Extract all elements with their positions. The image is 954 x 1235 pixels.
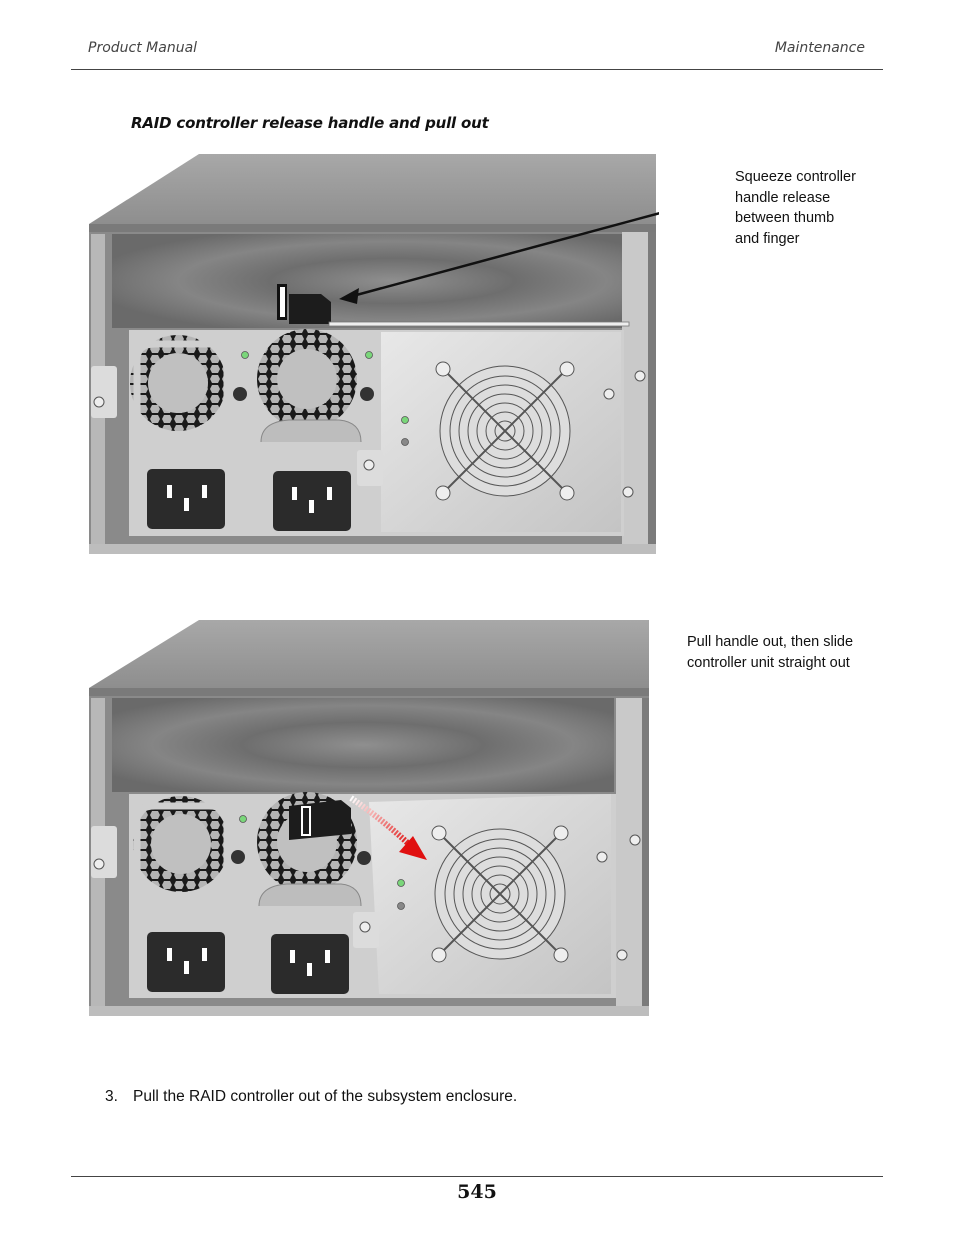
callout-pull: Pull handle out, then slide controller u… (687, 632, 853, 673)
pull-direction-arrow (349, 795, 414, 849)
header-rule (71, 69, 883, 70)
raid-figure-pull-out (89, 620, 649, 1016)
header-left: Product Manual (88, 40, 198, 56)
psu-1 (133, 796, 247, 992)
pull-direction-arrowhead (399, 836, 427, 860)
psu-2 (257, 329, 374, 531)
callout-leader-1 (348, 211, 659, 299)
step-item: 3. Pull the RAID controller out of the su… (105, 1088, 517, 1106)
controller-panel (112, 698, 614, 792)
page-number: 545 (457, 1181, 497, 1203)
cooling-fan (431, 825, 569, 963)
chassis-top (89, 620, 649, 688)
raid-figure-release-handle (89, 154, 659, 554)
header-right: Maintenance (774, 40, 865, 56)
callout-squeeze-line: handle release (735, 189, 831, 206)
callout-squeeze-line: Squeeze controller (735, 169, 856, 185)
controller-panel (112, 234, 622, 328)
figure-title: RAID controller release handle and pull … (131, 114, 489, 132)
callout-pull-line: Pull handle out, then slide (687, 634, 854, 650)
footer-rule (71, 1176, 883, 1177)
callout-squeeze: Squeeze controller handle release betwee… (735, 167, 856, 249)
cooling-fan (435, 361, 575, 501)
chassis-top (89, 154, 656, 224)
release-handle (289, 800, 351, 840)
callout-squeeze-line: between thumb (735, 210, 835, 226)
callout-pull-line: controller unit straight out (687, 654, 850, 671)
callout-squeeze-line: and finger (735, 230, 800, 247)
release-handle (277, 284, 630, 327)
step-text: Pull the RAID controller out of the subs… (133, 1088, 518, 1105)
psu-1 (130, 335, 249, 529)
step-number: 3. (105, 1088, 118, 1105)
